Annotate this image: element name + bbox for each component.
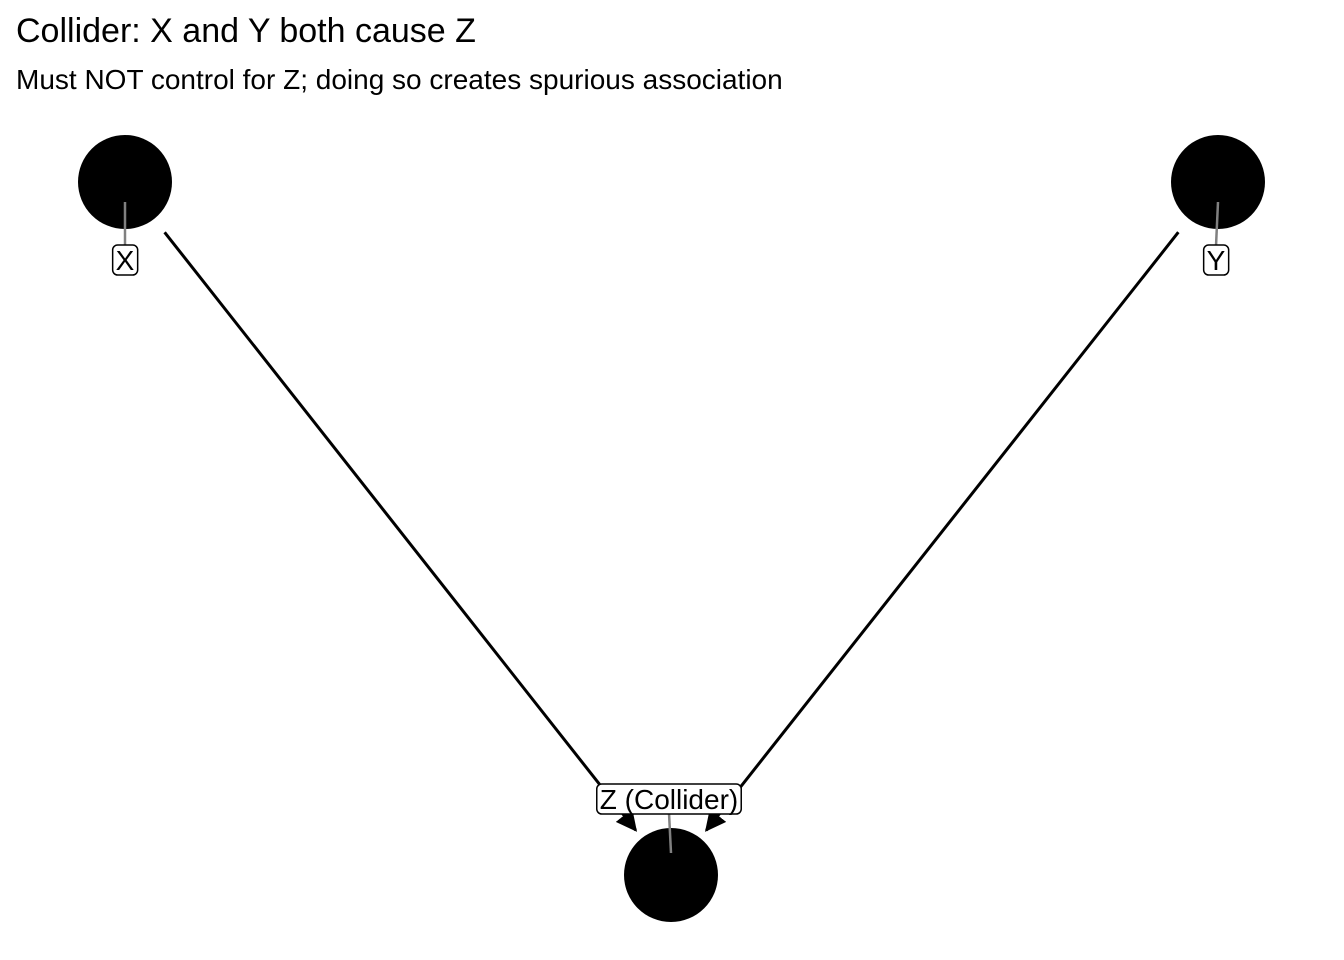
node-z xyxy=(624,828,718,922)
edge-y-z xyxy=(705,231,1180,832)
diagram-title: Collider: X and Y both cause Z xyxy=(16,12,476,50)
diagram-subtitle: Must NOT control for Z; doing so creates… xyxy=(16,64,783,95)
node-label-text: X xyxy=(116,245,135,276)
node-label-z: Z (Collider) xyxy=(596,783,742,854)
node-label-x: X xyxy=(111,202,139,276)
node-label-y: Y xyxy=(1202,201,1230,276)
edge-x-z xyxy=(163,231,638,832)
node-label-text: Z (Collider) xyxy=(600,784,738,815)
node-y xyxy=(1171,135,1265,229)
node-x xyxy=(78,135,172,229)
label-box xyxy=(596,783,742,815)
label-connector xyxy=(1214,201,1220,247)
label-box xyxy=(1202,244,1230,276)
node-label-text: Y xyxy=(1207,245,1226,276)
label-connector xyxy=(667,812,673,854)
label-box xyxy=(111,244,139,276)
